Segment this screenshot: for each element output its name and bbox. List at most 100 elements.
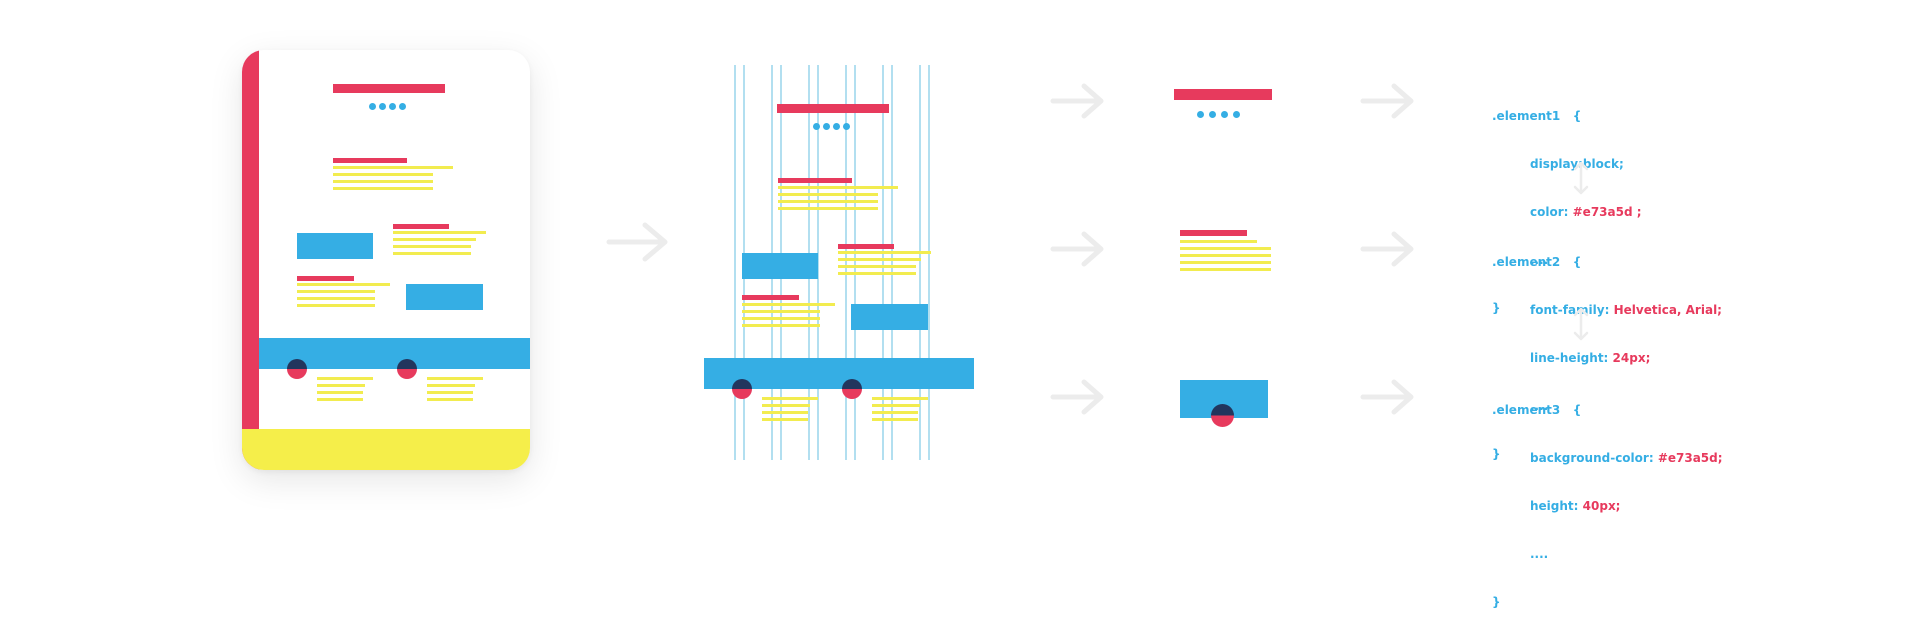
text-line — [762, 411, 808, 414]
phone-mockup — [242, 50, 530, 470]
text-line — [297, 290, 375, 293]
text-line — [742, 317, 820, 320]
double-arrow-vertical-icon — [1573, 161, 1589, 195]
footer-bar — [242, 429, 530, 470]
text-line — [333, 173, 433, 176]
css-property: line-height: — [1530, 351, 1609, 365]
css-value: 40px; — [1582, 499, 1621, 513]
text-line — [393, 252, 471, 255]
section-heading-bar — [393, 224, 449, 229]
grid-column-guide — [845, 65, 856, 460]
text-line — [427, 384, 475, 387]
text-line — [838, 258, 921, 261]
css-property: background-color: — [1530, 451, 1654, 465]
pagination-dot — [369, 103, 376, 110]
text-line — [1180, 247, 1271, 250]
text-line — [1180, 254, 1271, 257]
text-line — [393, 245, 471, 248]
text-line — [317, 391, 363, 394]
css-code-block-2: .element2 { font-family: Helvetica, Aria… — [1492, 222, 1722, 478]
text-line — [742, 310, 820, 313]
text-line — [838, 251, 931, 254]
css-property: height: — [1530, 499, 1579, 513]
css-brace: { — [1572, 109, 1582, 123]
text-line — [333, 187, 433, 190]
text-line — [778, 186, 898, 189]
component-header — [1174, 86, 1274, 122]
css-brace: } — [1492, 595, 1501, 609]
css-brace: { — [1572, 255, 1582, 269]
text-line — [393, 231, 486, 234]
carousel-dot-icon — [842, 379, 862, 399]
arrow-right-icon — [1360, 83, 1414, 119]
image-block — [851, 304, 928, 330]
css-value: #e73a5d ; — [1572, 205, 1642, 219]
css-selector: .element2 — [1492, 255, 1561, 269]
text-line — [742, 324, 820, 327]
pagination-dot — [1209, 111, 1216, 118]
text-line — [872, 397, 928, 400]
section-heading-bar — [778, 178, 852, 183]
header-title-bar — [777, 104, 889, 113]
css-property: display:block; — [1530, 157, 1624, 171]
css-ellipsis: .... — [1530, 399, 1549, 413]
pagination-dot — [389, 103, 396, 110]
css-ellipsis: .... — [1530, 253, 1549, 267]
text-line — [427, 391, 473, 394]
arrow-right-icon — [1360, 231, 1414, 267]
image-block — [742, 253, 818, 279]
component-text-block — [1180, 228, 1276, 274]
text-line — [762, 404, 810, 407]
section-heading-bar — [838, 244, 894, 249]
carousel-dot-icon — [1211, 404, 1234, 427]
text-line — [778, 193, 878, 196]
carousel-dot-icon — [287, 359, 307, 379]
css-value: 24px; — [1612, 351, 1651, 365]
text-line — [838, 272, 916, 275]
css-code-block-1: .element1 { display:block; color: #e73a5… — [1492, 76, 1642, 332]
grid-column-guide — [882, 65, 893, 460]
text-line — [427, 377, 483, 380]
css-selector: .element3 — [1492, 403, 1561, 417]
phone-left-accent-bar — [242, 50, 259, 470]
component-band — [1180, 380, 1270, 430]
text-line — [778, 200, 878, 203]
double-arrow-vertical-icon — [1573, 307, 1589, 341]
css-property: color: — [1530, 205, 1569, 219]
pagination-dot — [399, 103, 406, 110]
text-line — [872, 404, 920, 407]
section-heading-bar — [297, 276, 354, 281]
css-brace: { — [1572, 403, 1582, 417]
css-selector: .element1 — [1492, 109, 1561, 123]
text-line — [317, 377, 373, 380]
text-line — [297, 304, 375, 307]
css-property: font-family: — [1530, 303, 1610, 317]
pagination-dot — [813, 123, 820, 130]
pagination-dot — [379, 103, 386, 110]
pagination-dot — [843, 123, 850, 130]
text-line — [778, 207, 878, 210]
pagination-dot — [1197, 111, 1204, 118]
section-heading-bar — [742, 295, 799, 300]
arrow-right-icon — [1360, 379, 1414, 415]
text-line — [872, 411, 918, 414]
text-line — [427, 398, 473, 401]
text-line — [333, 166, 453, 169]
section-heading-bar — [1180, 230, 1247, 236]
text-line — [393, 238, 476, 241]
header-title-bar — [333, 84, 445, 93]
image-block — [297, 233, 373, 259]
pagination-dot — [833, 123, 840, 130]
text-line — [762, 418, 808, 421]
text-line — [317, 398, 363, 401]
css-code-block-3: .element3 { background-color: #e73a5d; h… — [1492, 370, 1723, 626]
image-block — [406, 284, 483, 310]
text-line — [333, 180, 433, 183]
css-value: Helvetica, Arial; — [1613, 303, 1722, 317]
text-line — [1180, 268, 1271, 271]
pagination-dot — [1233, 111, 1240, 118]
pagination-dot — [823, 123, 830, 130]
grid-layout-panel — [698, 0, 978, 513]
css-brace: } — [1492, 301, 1501, 315]
text-line — [1180, 240, 1257, 243]
